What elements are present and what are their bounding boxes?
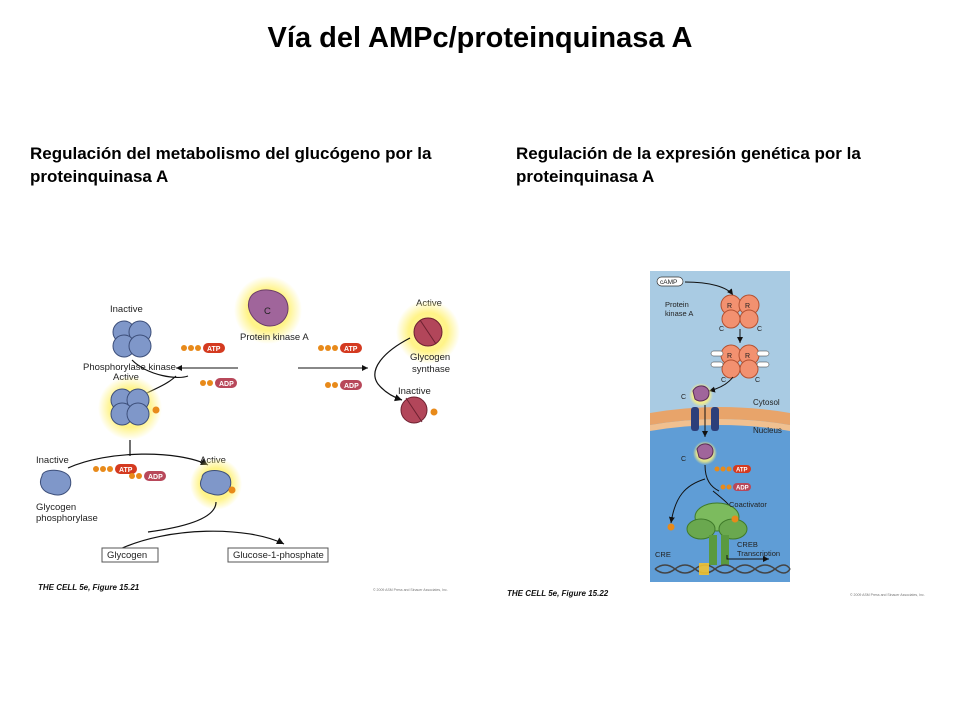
phosphorylase-kinase-label: Phosphorylase kinase <box>83 362 176 373</box>
dna-helix <box>654 563 791 575</box>
creb-protein <box>709 535 729 565</box>
camp-arrow <box>684 281 734 296</box>
svg-text:C: C <box>681 456 686 463</box>
adp-badge-nucleus: ADP <box>720 483 751 492</box>
protein-kinase-label-1: Protein <box>665 300 689 309</box>
transcription-label: Transcription <box>737 549 780 558</box>
cytosol-label: Cytosol <box>753 398 780 407</box>
nucleus-label: Nucleus <box>753 426 782 435</box>
catalytic-subunit-nucleus <box>696 443 714 460</box>
adp-badge-right: ADP <box>325 380 362 390</box>
coactivator-label: Coactivator <box>729 500 767 509</box>
glycogen-phosphorylase-active <box>199 470 232 496</box>
svg-text:ADP: ADP <box>148 474 163 481</box>
inactive-label-right: Inactive <box>398 386 431 397</box>
atp-badge-bottom: ATP <box>93 464 137 474</box>
svg-text:ATP: ATP <box>736 468 748 474</box>
adp-badge-bottom: ADP <box>129 471 166 481</box>
glycogen-phosphorylase-label-2: phosphorylase <box>36 513 98 524</box>
phosphorylase-kinase-inactive <box>112 320 152 358</box>
atp-badge-left: ATP <box>181 343 225 353</box>
inactive-label-bottom: Inactive <box>36 455 69 466</box>
cre-label: CRE <box>655 550 671 559</box>
svg-text:ATP: ATP <box>207 346 221 353</box>
glycogen-box <box>101 547 159 563</box>
svg-text:R: R <box>745 303 750 310</box>
phosphorylase-kinase-active <box>110 388 160 426</box>
subtitle-glycogen-metabolism: Regulación del metabolismo del glucógeno… <box>30 144 432 186</box>
svg-text:C: C <box>755 377 760 384</box>
pka-c-label: C <box>264 306 271 317</box>
phosphorylase-activation-arrow <box>67 453 209 469</box>
glycogen-breakdown-arrow <box>117 530 285 551</box>
synthase-inactivation-arrow <box>374 337 411 402</box>
nuclear-pore <box>691 407 719 431</box>
svg-text:ADP: ADP <box>344 383 359 390</box>
copyright-right: © 2009 ASM Press and Sinauer Associates,… <box>850 593 925 597</box>
svg-text:C: C <box>681 394 686 401</box>
glycogen-phosphorylase-label-1: Glycogen <box>36 502 76 513</box>
glycogen-synthase-label-2: synthase <box>412 364 450 375</box>
copyright-left: © 2009 ASM Press and Sinauer Associates,… <box>373 588 448 592</box>
svg-text:R: R <box>727 353 732 360</box>
svg-text:ADP: ADP <box>219 381 234 388</box>
glucose-1-phosphate-label: Glucose-1-phosphate <box>233 550 324 561</box>
catalytic-subunit-cytosol <box>692 385 710 402</box>
creb-label: CREB <box>737 540 758 549</box>
svg-text:R: R <box>745 353 750 360</box>
svg-text:ADP: ADP <box>736 486 749 492</box>
svg-text:C: C <box>719 326 724 333</box>
figure-caption-left: THE CELL 5e, Figure 15.21 <box>38 583 140 592</box>
glycogen-phosphorylase-inactive <box>39 469 72 496</box>
atp-badge-right: ATP <box>318 343 362 353</box>
svg-text:R: R <box>727 303 732 310</box>
gene-expression-diagram: cAMP Protein kinase A R R C C R R C C C … <box>507 271 925 598</box>
pka-holoenzyme: R R <box>720 294 760 329</box>
glycogen-box-label: Glycogen <box>107 550 147 561</box>
svg-text:cAMP: cAMP <box>660 279 677 286</box>
figure-caption-right: THE CELL 5e, Figure 15.22 <box>507 589 609 598</box>
protein-kinase-a-shape <box>248 289 289 327</box>
glycogen-metabolism-diagram: C Protein kinase A Inactive Phosphorylas… <box>36 276 460 592</box>
subtitle-gene-expression: Regulación de la expresión genética por … <box>516 144 861 186</box>
glycogen-synthase-label-1: Glycogen <box>410 352 450 363</box>
glucose-1-phosphate-box <box>227 547 329 563</box>
protein-kinase-a-label: Protein kinase A <box>240 332 309 343</box>
svg-text:C: C <box>757 326 762 333</box>
adp-badge-left: ADP <box>200 378 237 388</box>
coactivator-complex <box>686 502 748 540</box>
protein-kinase-label-2: kinase A <box>665 309 693 318</box>
slide-title: Vía del AMPc/proteinquinasa A <box>267 22 693 54</box>
camp-badge <box>656 276 684 287</box>
pka-with-camp: R R <box>710 344 770 379</box>
nucleus-region <box>650 419 790 582</box>
svg-text:ATP: ATP <box>344 346 358 353</box>
cytosol-region <box>650 271 790 419</box>
atp-badge-nucleus: ATP <box>714 465 751 474</box>
left-curve-arrow <box>131 359 189 379</box>
svg-text:C: C <box>721 377 726 384</box>
svg-text:ATP: ATP <box>119 467 133 474</box>
inactive-label-top: Inactive <box>110 304 143 315</box>
